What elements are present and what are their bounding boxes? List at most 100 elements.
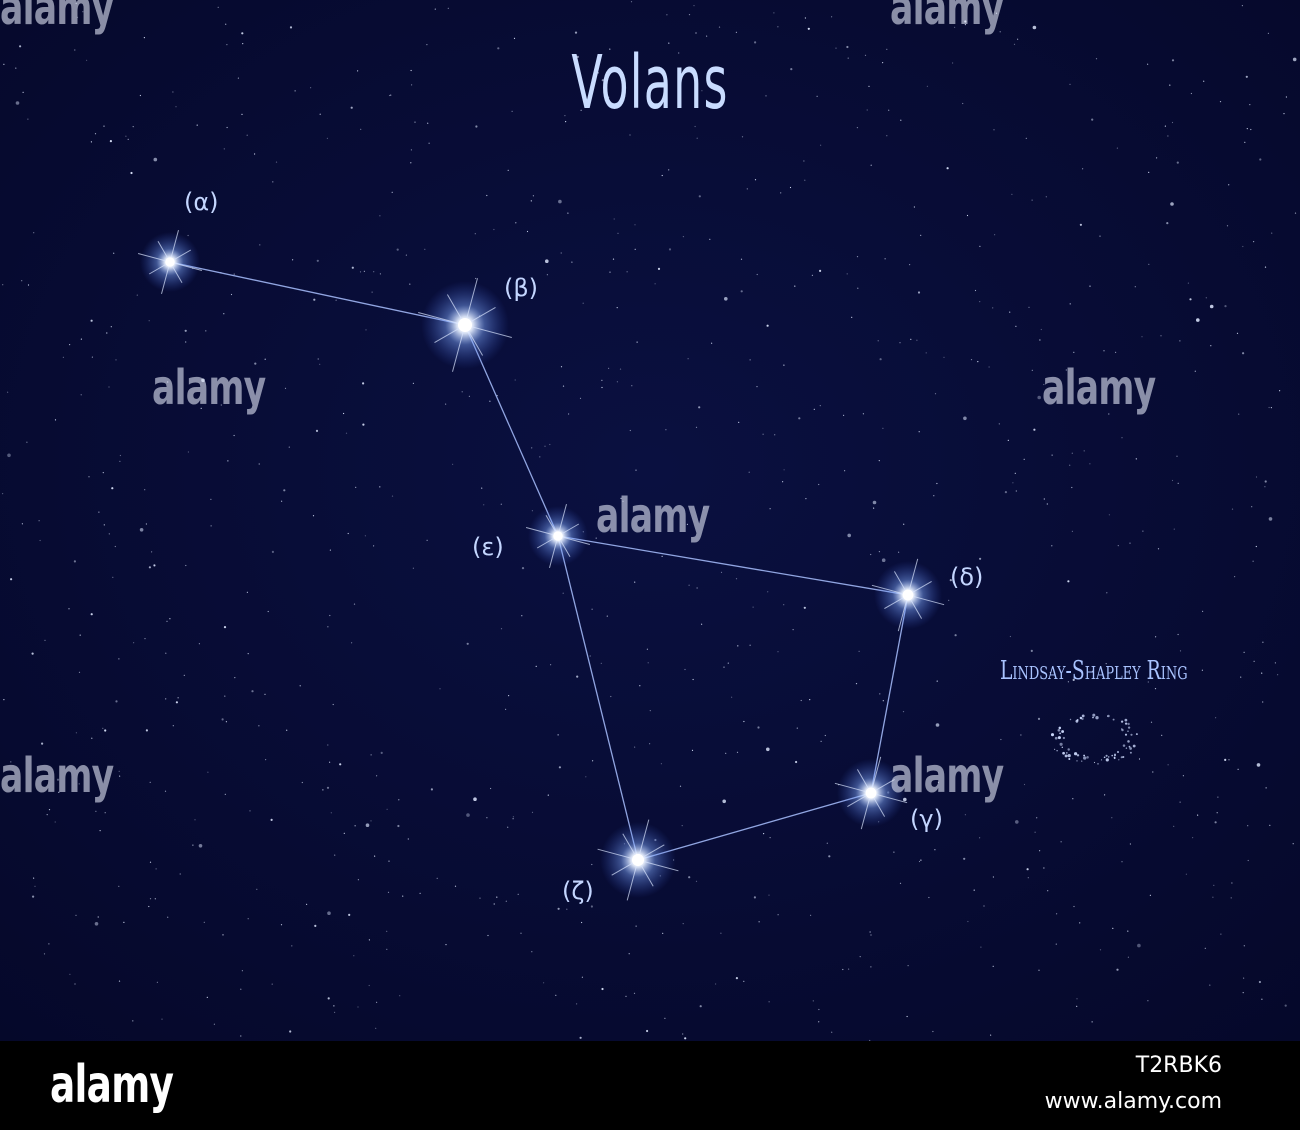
background-star bbox=[119, 460, 121, 462]
background-star bbox=[936, 482, 938, 485]
background-stars bbox=[1, 1, 1297, 1041]
background-star bbox=[412, 382, 414, 384]
background-star bbox=[390, 94, 392, 96]
star-beta bbox=[418, 278, 512, 372]
constellation-title: Volans bbox=[571, 40, 729, 126]
background-star bbox=[398, 799, 400, 801]
background-star bbox=[1013, 43, 1016, 45]
background-star bbox=[399, 995, 401, 997]
background-star bbox=[247, 653, 249, 655]
background-star bbox=[768, 894, 770, 896]
background-star bbox=[272, 181, 274, 183]
ring-cluster-star bbox=[1050, 733, 1055, 737]
background-star bbox=[1015, 490, 1017, 492]
background-star bbox=[1205, 297, 1207, 299]
background-star bbox=[210, 498, 212, 500]
background-star bbox=[183, 674, 185, 677]
background-star bbox=[1176, 161, 1179, 164]
background-star bbox=[33, 877, 35, 879]
background-star bbox=[56, 778, 60, 781]
ring-cluster-star bbox=[1081, 760, 1083, 762]
background-star bbox=[531, 447, 533, 449]
background-star bbox=[715, 983, 717, 985]
background-star bbox=[1212, 896, 1214, 898]
background-star bbox=[388, 860, 390, 862]
background-star bbox=[620, 497, 622, 499]
watermark: alamy bbox=[0, 748, 114, 804]
background-star bbox=[1167, 135, 1169, 137]
background-star bbox=[1147, 681, 1149, 683]
background-star bbox=[217, 6, 219, 8]
background-star bbox=[660, 763, 663, 765]
background-star bbox=[517, 893, 519, 895]
background-star bbox=[762, 433, 764, 435]
background-star bbox=[1264, 266, 1267, 268]
background-star bbox=[108, 386, 110, 388]
background-star bbox=[271, 550, 274, 554]
background-star bbox=[370, 754, 372, 756]
star-label-epsilon: (ε) bbox=[472, 533, 504, 561]
background-star bbox=[371, 291, 373, 293]
background-star bbox=[103, 524, 105, 526]
background-star bbox=[768, 1001, 770, 1003]
background-star bbox=[327, 626, 329, 628]
background-star bbox=[90, 613, 93, 616]
background-star bbox=[1065, 369, 1067, 371]
background-star bbox=[373, 545, 375, 547]
background-star bbox=[1051, 545, 1053, 547]
background-star bbox=[521, 615, 523, 617]
ring-cluster-star bbox=[1059, 732, 1061, 735]
ring-cluster-star bbox=[1061, 746, 1064, 749]
background-star bbox=[246, 134, 248, 136]
background-star bbox=[114, 545, 116, 548]
background-star bbox=[1258, 980, 1261, 984]
background-star bbox=[512, 818, 514, 820]
background-star bbox=[1209, 304, 1214, 309]
background-star bbox=[353, 603, 356, 605]
background-star bbox=[233, 273, 235, 275]
background-star bbox=[156, 981, 158, 983]
background-star bbox=[351, 642, 353, 644]
constellation-line-gamma-zeta bbox=[637, 792, 872, 861]
ring-cluster-star bbox=[1092, 716, 1094, 719]
ring-cluster-star bbox=[1056, 750, 1058, 752]
constellation-stars bbox=[137, 229, 945, 901]
background-star bbox=[544, 445, 546, 447]
background-star bbox=[327, 911, 331, 915]
background-star bbox=[414, 121, 416, 123]
background-star bbox=[628, 953, 630, 955]
background-star bbox=[254, 153, 256, 155]
background-star bbox=[665, 429, 667, 431]
background-star bbox=[412, 567, 414, 569]
background-star bbox=[91, 737, 93, 739]
background-star bbox=[104, 812, 106, 814]
background-star bbox=[824, 734, 826, 737]
background-star bbox=[10, 761, 12, 763]
background-star bbox=[790, 68, 793, 71]
background-star bbox=[314, 924, 317, 928]
background-star bbox=[934, 393, 937, 395]
background-star bbox=[1009, 311, 1011, 313]
background-star bbox=[7, 391, 9, 393]
background-star bbox=[264, 358, 266, 360]
background-star bbox=[1033, 428, 1036, 431]
background-star bbox=[918, 860, 921, 863]
background-star bbox=[241, 113, 243, 115]
background-star bbox=[343, 832, 345, 834]
background-star bbox=[466, 642, 469, 645]
background-star bbox=[920, 234, 922, 236]
background-star bbox=[2, 284, 4, 286]
background-star bbox=[1177, 482, 1179, 484]
background-star bbox=[898, 551, 900, 553]
background-star bbox=[409, 283, 411, 285]
background-star bbox=[233, 434, 235, 437]
background-star bbox=[1049, 672, 1051, 674]
background-star bbox=[62, 356, 64, 358]
background-star bbox=[1069, 83, 1071, 85]
background-star bbox=[154, 898, 156, 900]
background-star bbox=[507, 826, 509, 828]
background-star bbox=[1203, 80, 1205, 82]
background-star bbox=[1091, 1021, 1093, 1023]
background-star bbox=[376, 775, 378, 777]
ring-cluster-star bbox=[1074, 752, 1078, 756]
